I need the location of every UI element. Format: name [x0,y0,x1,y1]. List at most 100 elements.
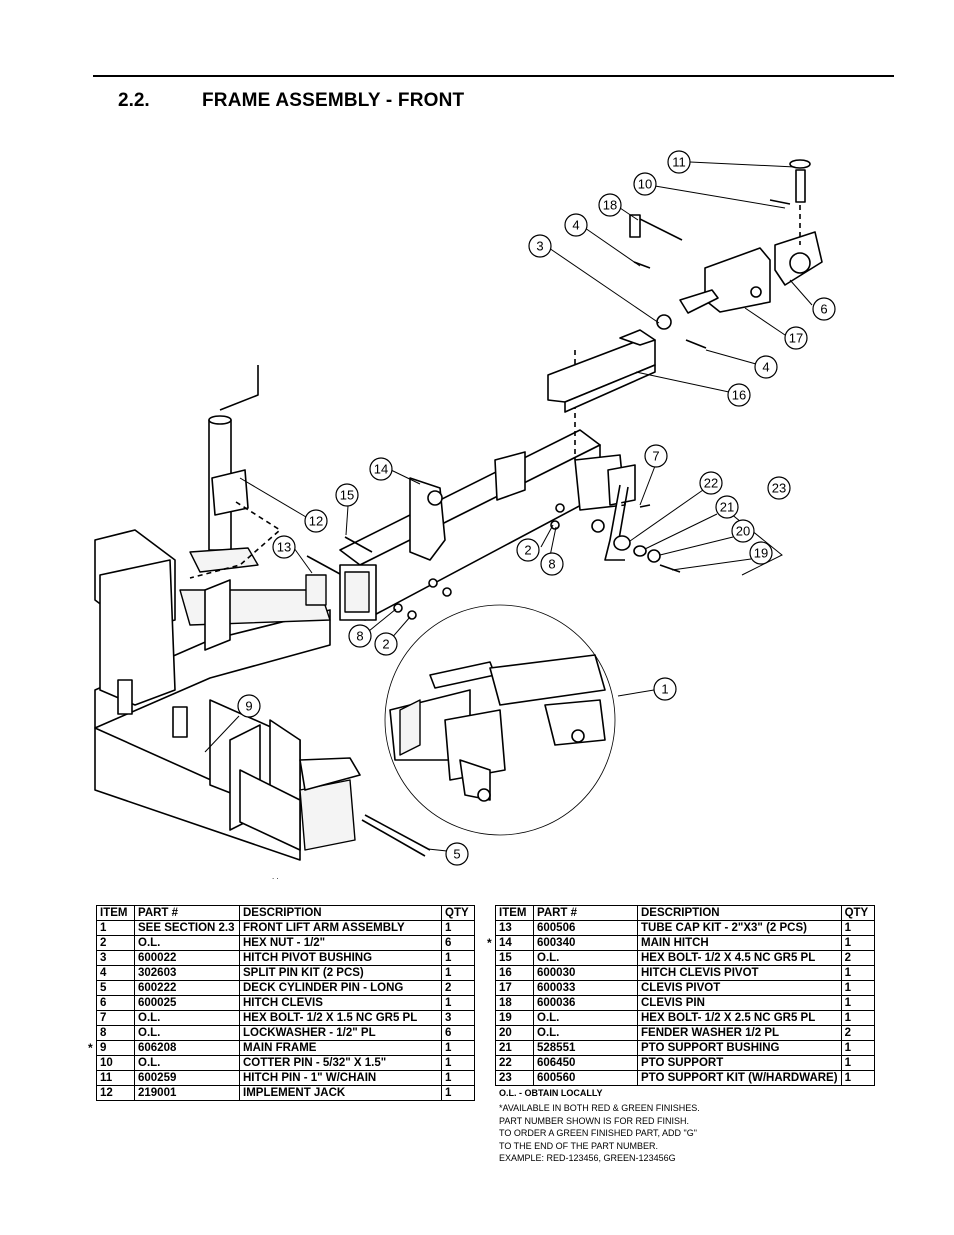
callout-19: 19 [749,541,773,565]
svg-text:8: 8 [548,557,555,572]
cell-qty: 1 [441,1070,475,1086]
pto-support-drawing [591,484,783,576]
cell-description: CLEVIS PIVOT [637,980,842,996]
cell-qty: 1 [441,1040,475,1056]
cell-item: 12 [96,1085,135,1101]
callout-5: 5 [445,842,469,866]
cell-description: CLEVIS PIN [637,995,842,1011]
header-item: ITEM [495,905,534,921]
cell-qty: 1 [840,1070,875,1086]
svg-text:2: 2 [382,637,389,652]
cell-part: 302603 [134,965,240,981]
leader-lines [204,161,813,852]
cell-part: 606450 [533,1055,638,1071]
finish-note-line: TO THE END OF THE PART NUMBER. [499,1140,659,1151]
cell-item: 23 [495,1070,534,1086]
callout-17: 17 [784,326,808,350]
svg-text:7: 7 [652,449,659,464]
cell-part: O.L. [533,1025,638,1041]
cell-description: HITCH CLEVIS PIVOT [637,965,842,981]
svg-text:1: 1 [661,682,668,697]
cell-description: PTO SUPPORT KIT (W/HARDWARE) [637,1070,842,1086]
cell-item: 6 [96,995,135,1011]
callout-2a: 2 [516,538,540,562]
cell-description: HEX NUT - 1/2" [239,935,442,951]
callout-16: 16 [727,383,751,407]
front-lift-arm-drawing [384,604,616,836]
finish-note: *AVAILABLE IN BOTH RED & GREEN FINISHES.… [499,1102,700,1165]
callout-14: 14 [369,457,393,481]
cell-qty: 1 [441,1055,475,1071]
cell-qty: 1 [840,965,875,981]
stray-mark: . . [272,872,279,881]
header-qty: QTY [441,905,475,921]
section-number: 2.2. [118,90,150,111]
callout-6: 6 [812,297,836,321]
callout-4a: 4 [564,213,588,237]
cell-qty: 1 [840,1010,875,1026]
callout-12: 12 [304,509,328,533]
cell-item: 5 [96,980,135,996]
callout-7: 7 [644,444,668,468]
cell-part: 600036 [533,995,638,1011]
finish-note-line: TO ORDER A GREEN FINISHED PART, ADD "G" [499,1128,697,1139]
clevis-assembly-drawing [629,159,823,349]
exploded-parts-diagram: 11 10 18 4 3 6 17 4 16 7 14 15 12 13 23 … [94,150,836,866]
svg-text:6: 6 [820,302,827,317]
cell-part: 600259 [134,1070,240,1086]
svg-text:2: 2 [524,543,531,558]
hitch-clevis-pivot-drawing [547,329,656,413]
cell-item: 7 [96,1010,135,1026]
callout-8a: 8 [540,552,564,576]
table-header-row: ITEM PART # DESCRIPTION QTY [96,905,475,921]
svg-text:20: 20 [736,524,750,539]
header-description: DESCRIPTION [637,905,842,921]
svg-text:11: 11 [672,155,686,170]
svg-text:10: 10 [638,177,652,192]
cell-description: MAIN FRAME [239,1040,442,1056]
svg-text:16: 16 [732,388,746,403]
finish-asterisk: * [88,1041,93,1055]
svg-text:21: 21 [720,500,734,515]
callout-1: 1 [653,677,677,701]
cell-description: FENDER WASHER 1/2 PL [637,1025,842,1041]
svg-text:17: 17 [789,331,803,346]
cell-description: SPLIT PIN KIT (2 PCS) [239,965,442,981]
callout-2b: 2 [374,632,398,656]
cell-description: HEX BOLT- 1/2 X 2.5 NC GR5 PL [637,1010,842,1026]
cell-qty: 6 [441,1025,475,1041]
cell-qty: 1 [840,1040,875,1056]
cell-qty: 1 [840,920,875,936]
svg-text:22: 22 [704,476,718,491]
callout-21: 21 [715,495,739,519]
callout-23: 23 [767,476,791,500]
main-frame-drawing [94,529,361,861]
cell-description: FRONT LIFT ARM ASSEMBLY [239,920,442,936]
main-hitch-drawing [339,350,636,621]
header-part: PART # [134,905,240,921]
cell-qty: 2 [840,950,875,966]
cell-item: 11 [96,1070,135,1086]
svg-text:14: 14 [374,462,388,477]
svg-text:19: 19 [754,546,768,561]
svg-text:23: 23 [772,481,786,496]
cell-description: DECK CYLINDER PIN - LONG [239,980,442,996]
svg-text:18: 18 [603,198,617,213]
cell-description: MAIN HITCH [637,935,842,951]
